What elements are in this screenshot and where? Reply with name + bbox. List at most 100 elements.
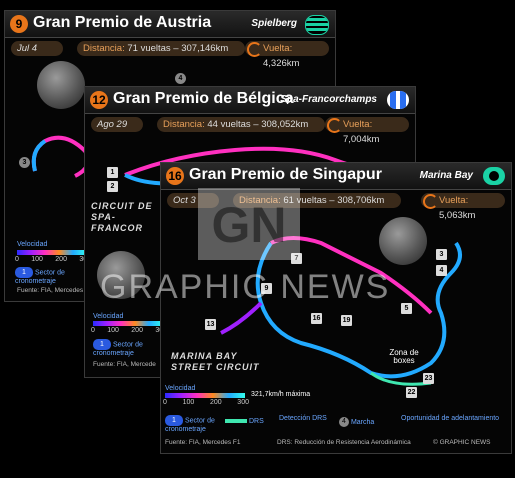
globe-icon bbox=[379, 217, 427, 265]
speed-tick: 0 bbox=[15, 256, 19, 263]
corner-marker: 7 bbox=[291, 253, 302, 264]
drs-note: DRS: Reducción de Resistencia Aerodinámi… bbox=[277, 439, 411, 446]
speed-max-label: 321,7km/h máxima bbox=[251, 391, 311, 398]
speed-ticks: 0 100 200 300 bbox=[15, 256, 91, 263]
sector-icon: 1 bbox=[93, 339, 111, 350]
speed-title: Velocidad bbox=[165, 385, 196, 392]
distance-value: 61 vueltas – 308,706km bbox=[283, 195, 385, 206]
round-number-badge: 9 bbox=[10, 15, 28, 33]
distance-info: Distancia: 44 vueltas – 308,052km bbox=[157, 117, 325, 132]
corner-marker: 2 bbox=[107, 181, 118, 192]
race-date: Ago 29 bbox=[91, 117, 143, 132]
flag-icon bbox=[387, 91, 409, 109]
lap-icon bbox=[247, 42, 262, 57]
speed-tick: 100 bbox=[107, 327, 119, 334]
lap-info: Vuelta: 5,063km bbox=[421, 193, 505, 221]
sector-icon: 1 bbox=[15, 267, 33, 278]
pit-lane-label: Zona de boxes bbox=[389, 348, 419, 365]
info-row: Ago 29 Distancia: 44 vueltas – 308,052km… bbox=[85, 117, 415, 145]
distance-value: 71 vueltas – 307,146km bbox=[127, 43, 229, 54]
race-location: Spielberg bbox=[251, 18, 297, 29]
sector-label: Sector de cronometraje bbox=[165, 417, 215, 433]
corner-marker: 5 bbox=[401, 303, 412, 314]
drs-detection-label: Detección DRS bbox=[279, 415, 327, 422]
lap-value: 7,004km bbox=[343, 134, 380, 145]
card-singapur: 16 Gran Premio de Singapur Marina Bay Oc… bbox=[160, 162, 512, 454]
speed-title: Velocidad bbox=[17, 241, 48, 248]
distance-value: 44 vueltas – 308,052km bbox=[207, 119, 309, 130]
race-date: Oct 3 bbox=[167, 193, 219, 208]
corner-marker: 13 bbox=[205, 319, 216, 330]
corner-marker: 19 bbox=[341, 315, 352, 326]
speed-tick: 300 bbox=[237, 399, 249, 406]
overtake-label: Oportunidad de adelantamiento bbox=[401, 415, 500, 422]
speed-tick: 200 bbox=[131, 327, 143, 334]
speed-bar bbox=[93, 321, 163, 326]
race-location: Marina Bay bbox=[419, 170, 473, 181]
info-row: Oct 3 Distancia: 61 vueltas – 308,706km … bbox=[161, 193, 511, 221]
circuit-name: CIRCUIT DE SPA-FRANCOR bbox=[91, 201, 153, 233]
title-bar: 9 Gran Premio de Austria Spielberg bbox=[5, 11, 335, 38]
corner-marker: 4 bbox=[175, 73, 186, 84]
corner-marker: 16 bbox=[311, 313, 322, 324]
distance-label: Distancia: bbox=[239, 195, 281, 206]
race-title: Gran Premio de Bélgica bbox=[113, 90, 294, 107]
gear-legend: 4 Marcha bbox=[339, 417, 374, 427]
gear-icon: 4 bbox=[339, 417, 349, 427]
title-bar: 16 Gran Premio de Singapur Marina Bay bbox=[161, 163, 511, 190]
race-title: Gran Premio de Austria bbox=[33, 14, 212, 31]
sector-label: Sector de cronometraje bbox=[93, 341, 143, 357]
sector-legend: 1 Sector de cronometraje bbox=[165, 415, 245, 434]
flag-icon bbox=[305, 15, 329, 35]
lap-info: Vuelta: 7,004km bbox=[325, 117, 409, 145]
overtake-legend: Oportunidad de adelantamiento bbox=[401, 415, 505, 423]
drs-bar-icon bbox=[225, 419, 247, 424]
source-text: Fuente: FIA, Mercede bbox=[93, 361, 156, 368]
speed-tick: 100 bbox=[31, 256, 43, 263]
speed-tick: 0 bbox=[163, 399, 167, 406]
speed-tick: 0 bbox=[91, 327, 95, 334]
drs-bar-label: DRS bbox=[248, 418, 264, 425]
race-location: Spa-Francorchamps bbox=[280, 94, 377, 105]
drs-legend: DRS bbox=[225, 418, 264, 426]
sector-label: Sector de cronometraje bbox=[15, 269, 65, 285]
corner-marker: 1 bbox=[107, 167, 118, 178]
race-title: Gran Premio de Singapur bbox=[189, 166, 382, 183]
sector-icon: 1 bbox=[165, 415, 183, 426]
speed-ticks: 0 100 200 300 bbox=[91, 327, 167, 334]
singapur-track bbox=[220, 236, 462, 386]
title-bar: 12 Gran Premio de Bélgica Spa-Francorcha… bbox=[85, 87, 415, 114]
corner-marker: 3 bbox=[436, 249, 447, 260]
gear-label: Marcha bbox=[350, 418, 375, 426]
circuit-name: MARINA BAY STREET CIRCUIT bbox=[171, 351, 260, 372]
lap-value: 4,326km bbox=[263, 58, 300, 69]
copyright: © GRAPHIC NEWS bbox=[433, 439, 491, 446]
info-row: Jul 4 Distancia: 71 vueltas – 307,146km … bbox=[5, 41, 335, 69]
round-number-badge: 12 bbox=[90, 91, 108, 109]
lap-icon bbox=[423, 194, 438, 209]
source-text: Fuente: FIA, Mercedes F1 bbox=[165, 439, 241, 446]
speed-tick: 200 bbox=[209, 399, 222, 406]
corner-marker: 23 bbox=[423, 373, 434, 384]
lap-label: Vuelta: bbox=[343, 119, 373, 130]
lap-label: Vuelta: bbox=[263, 43, 293, 54]
sector-legend: 1 Sector de cronometraje bbox=[15, 267, 95, 286]
speed-tick: 200 bbox=[55, 256, 67, 263]
lap-value: 5,063km bbox=[439, 210, 476, 221]
race-date: Jul 4 bbox=[11, 41, 63, 56]
globe-icon bbox=[37, 61, 85, 109]
source-text: Fuente: FIA, Mercedes bbox=[17, 287, 84, 294]
corner-marker: 3 bbox=[19, 157, 30, 168]
distance-info: Distancia: 71 vueltas – 307,146km bbox=[77, 41, 245, 56]
distance-label: Distancia: bbox=[83, 43, 125, 54]
speed-bar bbox=[17, 250, 87, 255]
speed-tick: 100 bbox=[182, 399, 195, 406]
corner-marker: 22 bbox=[406, 387, 417, 398]
distance-info: Distancia: 61 vueltas – 308,706km bbox=[233, 193, 401, 208]
lap-info: Vuelta: 4,326km bbox=[245, 41, 329, 69]
sector-legend: 1 Sector de cronometraje bbox=[93, 339, 163, 358]
corner-marker: 4 bbox=[436, 265, 447, 276]
lap-icon bbox=[327, 118, 342, 133]
speed-bar bbox=[165, 393, 245, 398]
distance-label: Distancia: bbox=[163, 119, 205, 130]
